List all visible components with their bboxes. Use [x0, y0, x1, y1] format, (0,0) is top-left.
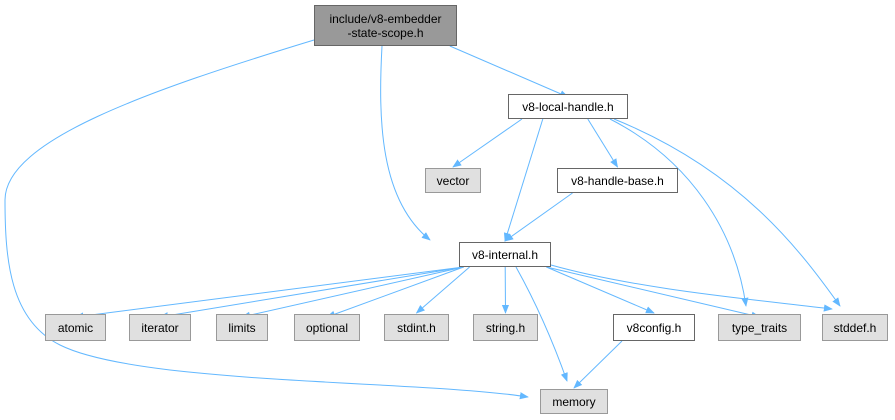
edge-v8config-memory	[573, 340, 623, 389]
node-local[interactable]: v8-local-handle.h	[508, 94, 628, 119]
node-v8config[interactable]: v8config.h	[613, 314, 695, 341]
edge-local-internal	[503, 118, 544, 242]
edge-internal-stdint	[415, 266, 470, 314]
edge-internal-memory	[515, 266, 568, 382]
edge-local-hbase	[587, 118, 618, 168]
node-limits[interactable]: limits	[216, 314, 268, 341]
node-root[interactable]: include/v8-embedder -state-scope.h	[314, 5, 457, 46]
edge-local-stddef	[613, 118, 841, 307]
node-iterator[interactable]: iterator	[129, 314, 191, 341]
edge-internal-stddef	[550, 264, 833, 312]
edge-local-vector	[452, 118, 523, 168]
edge-hbase-internal	[504, 192, 573, 242]
node-stddef[interactable]: stddef.h	[822, 314, 888, 341]
node-atomic[interactable]: atomic	[45, 314, 106, 341]
node-internal[interactable]: v8-internal.h	[459, 242, 551, 267]
node-stdint[interactable]: stdint.h	[384, 314, 449, 341]
edge-local-type_traits	[609, 118, 749, 307]
node-vector[interactable]: vector	[425, 168, 481, 193]
node-memory[interactable]: memory	[540, 389, 608, 414]
edge-internal-atomic	[74, 266, 464, 320]
edge-root-memory	[4, 39, 529, 400]
edge-root-local	[449, 45, 569, 98]
edge-internal-limits	[241, 266, 464, 319]
edge-internal-v8config	[546, 266, 655, 314]
node-type_traits[interactable]: type_traits	[718, 314, 801, 341]
edge-internal-optional	[326, 266, 464, 318]
node-string[interactable]: string.h	[473, 314, 538, 341]
node-hbase[interactable]: v8-handle-base.h	[557, 168, 678, 193]
edge-root-internal	[380, 45, 431, 241]
edge-internal-type_traits	[546, 266, 761, 319]
node-optional[interactable]: optional	[294, 314, 360, 341]
edge-internal-iterator	[159, 266, 464, 320]
